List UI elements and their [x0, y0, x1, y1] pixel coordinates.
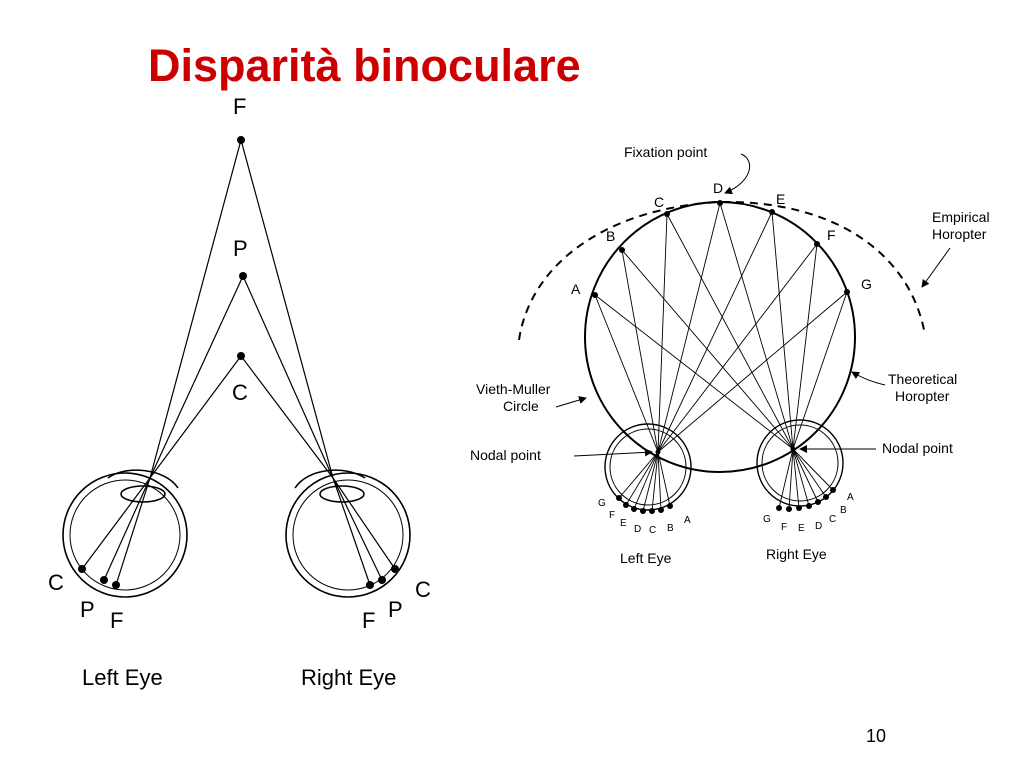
nodal-point-right-label: Nodal point — [882, 440, 953, 456]
right-retina-label-E: E — [798, 523, 805, 534]
circle-point-dots — [592, 200, 850, 514]
right-retina-C-dot — [391, 565, 399, 573]
vieth-muller-label-2: Circle — [503, 398, 539, 414]
right-retina-label-A: A — [847, 492, 854, 503]
point-C-dot — [237, 352, 245, 360]
circle-label-G: G — [861, 276, 872, 292]
theoretical-horopter-label-1: Theoretical — [888, 371, 957, 387]
right-horopter-diagram: A B C D E F G Fixation point Empirical H… — [470, 144, 990, 566]
circle-label-D: D — [713, 180, 723, 196]
label-retina-P-left: P — [80, 597, 95, 622]
right-retina-label-B: B — [840, 505, 847, 516]
nodal-point-left-label: Nodal point — [470, 447, 541, 463]
empirical-horopter-label-1: Empirical — [932, 209, 990, 225]
label-retina-F-right: F — [362, 608, 375, 633]
left-retina-P-dot — [100, 576, 108, 584]
left-eye-caption: Left Eye — [82, 665, 163, 690]
small-left-eye-caption: Left Eye — [620, 550, 672, 566]
label-point-P: P — [233, 236, 248, 261]
label-point-F: F — [233, 94, 246, 119]
left-retina-label-A: A — [684, 515, 691, 526]
label-retina-C-left: C — [48, 570, 64, 595]
left-retina-label-F: F — [609, 510, 615, 521]
small-right-eye-caption: Right Eye — [766, 546, 827, 562]
left-retina-label-E: E — [620, 518, 627, 529]
right-retina-label-C: C — [829, 514, 836, 525]
vieth-muller-label-1: Vieth-Muller — [476, 381, 551, 397]
right-retina-label-D: D — [815, 521, 822, 532]
empirical-horopter-arc — [518, 200, 926, 341]
theoretical-horopter-label-2: Horopter — [895, 388, 950, 404]
label-point-C: C — [232, 380, 248, 405]
right-retina-F-dot — [366, 581, 374, 589]
fixation-point-label: Fixation point — [624, 144, 707, 160]
left-retina-label-G: G — [598, 498, 606, 509]
right-retina-P-dot — [378, 576, 386, 584]
right-eye-caption: Right Eye — [301, 665, 396, 690]
circle-label-A: A — [571, 281, 581, 297]
left-retina-F-dot — [112, 581, 120, 589]
circle-label-C: C — [654, 194, 664, 210]
left-retina-label-D: D — [634, 524, 641, 535]
circle-label-F: F — [827, 227, 836, 243]
left-rays — [81, 139, 396, 586]
slide-title: Disparità binoculare — [148, 40, 581, 91]
circle-label-E: E — [776, 191, 785, 207]
left-eye-drawing — [62, 469, 188, 598]
label-retina-P-right: P — [388, 597, 403, 622]
slide-number: 10 — [866, 726, 887, 746]
left-disparity-diagram: F P C C P F F P C Left Eye Right Eye — [48, 94, 431, 690]
empirical-horopter-label-2: Horopter — [932, 226, 987, 242]
label-retina-C-right: C — [415, 577, 431, 602]
circle-label-B: B — [606, 228, 615, 244]
left-retina-C-dot — [78, 565, 86, 573]
point-F-dot — [237, 136, 245, 144]
left-retina-label-C: C — [649, 525, 656, 536]
right-eye-drawing — [285, 469, 411, 598]
right-retina-label-G: G — [763, 514, 771, 525]
right-retina-label-F: F — [781, 522, 787, 533]
point-P-dot — [239, 272, 247, 280]
label-retina-F-left: F — [110, 608, 123, 633]
small-left-eye — [604, 423, 692, 511]
left-retina-label-B: B — [667, 523, 674, 534]
horopter-rays — [594, 202, 848, 512]
